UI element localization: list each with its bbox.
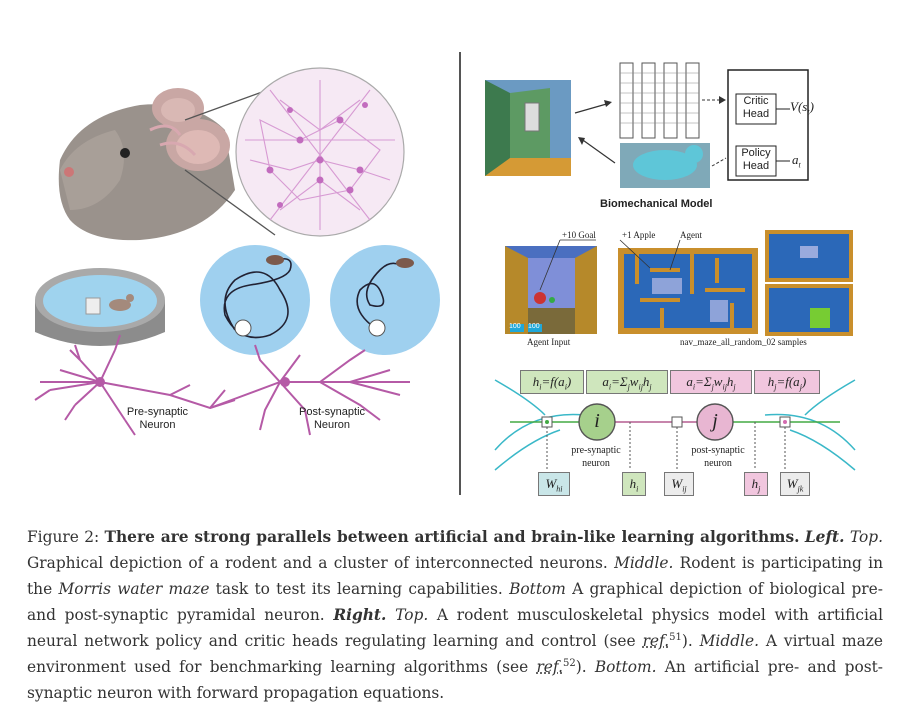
pre-synaptic-artificial-label: pre-synaptic neuron (571, 445, 621, 469)
hud-right: 100 (528, 323, 540, 330)
right-label: Right. (333, 606, 387, 624)
critic-head-box: Critic Head (742, 95, 770, 120)
caption-text: Rodent is participating in the (27, 554, 883, 598)
caption-text: task to test its learning capabilities. (209, 580, 510, 598)
agent-label: Agent (680, 230, 702, 240)
pre-synaptic-neuron-label: Pre-synaptic Neuron (126, 406, 189, 431)
left-figure-panel (34, 67, 440, 436)
agent-input-caption: Agent Input (527, 337, 571, 347)
samples-caption: nav_maze_all_random_02 samples (680, 337, 807, 347)
caption-middle-right: Middle. (699, 632, 759, 650)
equation-hj: hj=f(aj) (754, 370, 820, 394)
value-function-output: V(st) (790, 99, 814, 117)
node-j: j (712, 410, 718, 432)
equation-ai: ai=Σjwijhj (586, 370, 668, 394)
caption-text: Graphical depiction of a rodent and a cl… (27, 554, 615, 572)
reference-number-51[interactable]: 51 (669, 631, 682, 643)
reference-number-52[interactable]: 52 (562, 657, 576, 669)
apple-label: +1 Apple (622, 230, 656, 240)
post-synaptic-neuron-label: Post-synaptic Neuron (298, 406, 366, 431)
left-label: Left. (804, 528, 845, 546)
artificial-neuron-diagram (494, 379, 856, 471)
mouse-illustration (58, 88, 235, 241)
box-whi: Whi (538, 472, 570, 496)
caption-text: A rodent musculoskeletal physics model w… (27, 606, 884, 650)
random-trajectory-circle (200, 245, 310, 355)
caption-morris: Morris water maze (58, 580, 210, 598)
rl-architecture-diagram (485, 62, 809, 188)
hud-left: 100 (509, 323, 521, 330)
caption-text: A graphical depiction of biological pre-… (27, 580, 883, 624)
caption-text: A virtual maze environment used for benc… (27, 632, 883, 676)
caption-text: ). (575, 658, 595, 676)
caption-text: An artificial pre- and post-synaptic neu… (27, 658, 883, 702)
caption-bottom-left: Bottom (509, 580, 566, 598)
box-wjk: Wjk (780, 472, 810, 496)
learned-trajectory-circle (330, 245, 440, 355)
equation-hi: hi=f(ai) (520, 370, 584, 394)
caption-text: ). (681, 632, 700, 650)
neuron-cluster-circle (235, 67, 405, 237)
action-output: at (792, 152, 801, 170)
equation-aj: ai=Σjwijhj (670, 370, 752, 394)
reference-link-52[interactable]: ref. (536, 658, 563, 676)
biomechanical-model-label: Biomechanical Model (600, 198, 713, 210)
figure-caption: Figure 2: There are strong parallels bet… (27, 524, 883, 706)
post-synaptic-artificial-label: post-synaptic neuron (691, 445, 745, 469)
biological-neuron-pair (34, 334, 410, 436)
virtual-maze-panel (505, 230, 853, 336)
policy-head-box: Policy Head (741, 147, 771, 172)
box-wij: Wij (664, 472, 694, 496)
figure-label: Figure 2: (27, 528, 105, 546)
caption-title: There are strong parallels between artif… (104, 528, 800, 546)
caption-bottom-right: Bottom. (594, 658, 657, 676)
box-hj: hj (744, 472, 768, 496)
node-i: i (594, 410, 600, 432)
goal-label: +10 Goal (562, 230, 596, 240)
panel-divider (459, 52, 461, 495)
box-hi: hi (622, 472, 646, 496)
reference-link-51[interactable]: ref. (642, 632, 670, 650)
caption-top-right: Top. (395, 606, 429, 624)
caption-middle-left: Middle. (614, 554, 674, 572)
water-maze-tank (35, 268, 165, 346)
caption-top-left: Top. (849, 528, 883, 546)
